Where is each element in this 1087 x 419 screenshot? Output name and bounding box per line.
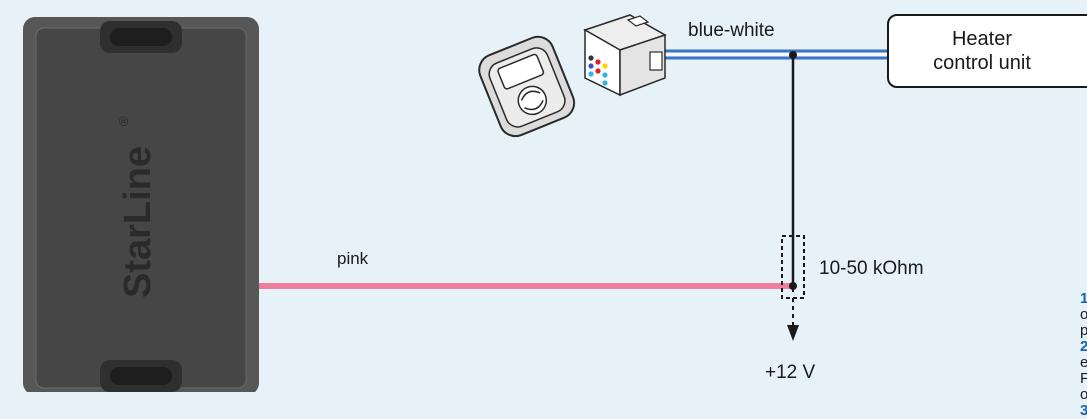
device-trademark: ® [116, 116, 131, 126]
connector [583, 14, 667, 97]
resistor-branch [781, 235, 805, 328]
label-pink: pink [337, 249, 369, 268]
notes-column: 1 o p 2 e F o 3 [1080, 291, 1087, 419]
label-voltage: +12 V [765, 362, 816, 383]
heater-unit-line2: control unit [933, 52, 1031, 74]
device-brand: StarLine [117, 146, 159, 298]
note-line: o [1080, 306, 1087, 323]
note-line: 2 [1080, 338, 1087, 355]
label-blue-white: blue-white [688, 20, 775, 41]
wiring-diagram: StarLine ® [23, 14, 890, 392]
starline-device: StarLine ® [23, 17, 259, 392]
remote-control [478, 35, 576, 138]
heater-control-unit: Heater control unit [887, 14, 1087, 88]
label-resistor: 10-50 kOhm [819, 258, 924, 279]
note-line: 1 [1080, 290, 1087, 307]
junction-dot-top [789, 51, 797, 59]
blue-white-wire [658, 49, 890, 60]
note-line: o [1080, 386, 1087, 403]
heater-unit-line1: Heater [951, 28, 1013, 50]
note-line: 3 [1080, 402, 1087, 419]
note-line: e [1080, 354, 1087, 371]
note-line: p [1080, 322, 1087, 339]
note-line: F [1080, 370, 1087, 387]
arrow-down [787, 325, 799, 341]
